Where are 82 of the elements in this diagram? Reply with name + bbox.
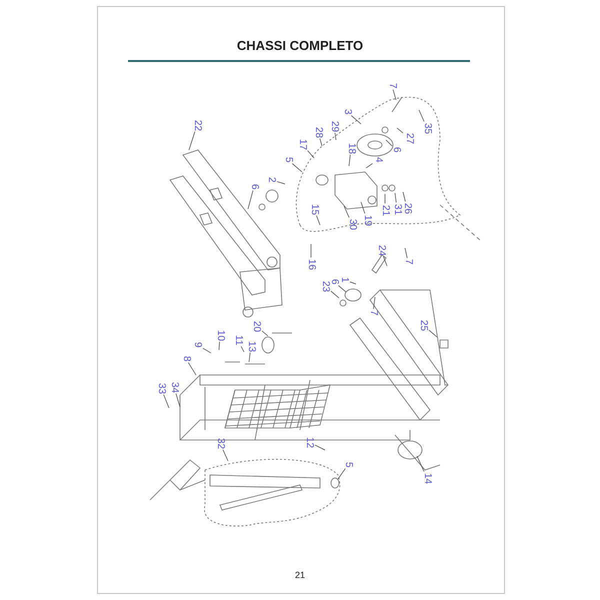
callout-number: 31: [392, 204, 402, 215]
callout-number: 32: [215, 438, 225, 449]
leader-line: [338, 468, 346, 480]
leader-line: [240, 346, 244, 352]
callout-number: 6: [391, 147, 401, 153]
leader-line: [404, 248, 408, 258]
leader-line: [338, 285, 346, 292]
callout-number: 19: [362, 214, 372, 226]
callout-number: 15: [309, 204, 319, 215]
leader-line: [418, 110, 424, 122]
leader-line: [262, 330, 268, 336]
leader-line: [350, 282, 356, 284]
callout-number: 7: [387, 83, 397, 89]
leader-line: [392, 89, 396, 100]
callout-number: 22: [192, 120, 202, 131]
leader-line: [383, 256, 388, 266]
leader-line: [384, 194, 386, 204]
callout-number: 20: [251, 320, 261, 332]
callout-number: 29: [329, 120, 339, 132]
callout-number: 9: [192, 342, 202, 348]
callout-number: 23: [320, 280, 330, 292]
leader-line: [360, 202, 366, 214]
callout-number: 5: [343, 462, 353, 468]
leader-line: [350, 115, 362, 124]
leader-line: [218, 341, 220, 350]
callout-number: 21: [380, 204, 390, 216]
callout-number: 27: [404, 132, 414, 144]
leader-line: [320, 138, 322, 146]
callout-number: 10: [215, 330, 225, 341]
callout-number: 35: [422, 122, 432, 134]
page-title: CHASSI COMPLETO: [236, 38, 364, 53]
callout-number: 11: [233, 335, 243, 346]
leader-line: [163, 394, 170, 408]
leader-line: [310, 244, 312, 258]
callout-number: 17: [297, 138, 307, 150]
leader-line: [366, 163, 373, 168]
callout-number: 7: [368, 310, 378, 316]
leader-line: [316, 215, 320, 226]
callout-number: 34: [169, 382, 179, 393]
leader-line: [394, 192, 397, 203]
page-number: 21: [294, 570, 305, 580]
leader-line: [330, 290, 340, 298]
callout-number: 16: [306, 258, 316, 270]
leader-line: [188, 131, 196, 150]
callout-number: 6: [329, 279, 339, 285]
callout-number: 2: [266, 177, 276, 183]
leader-line: [292, 163, 302, 172]
callout-number: 24: [376, 244, 386, 256]
leader-line: [307, 150, 314, 158]
callout-number: 13: [246, 340, 256, 352]
leader-line: [396, 128, 404, 134]
callout-number: 30: [347, 218, 357, 230]
callout-number: 33: [156, 382, 166, 394]
callout-number: 14: [422, 472, 432, 484]
callout-number: 5: [283, 157, 293, 163]
callout-number: 26: [402, 202, 412, 214]
leader-line: [416, 456, 424, 472]
leader-line: [248, 190, 254, 210]
callout-number: 4: [373, 157, 383, 163]
callout-number: 28: [313, 126, 323, 138]
leader-line: [188, 362, 196, 376]
callout-number: 6: [249, 184, 259, 190]
callout-number: 8: [181, 356, 191, 362]
leader-line: [314, 444, 326, 450]
callout-number: 3: [342, 109, 352, 115]
leader-line: [334, 132, 336, 140]
leader-line: [402, 192, 406, 202]
callout-number: 18: [346, 142, 356, 154]
leader-line: [348, 154, 351, 166]
leader-line: [373, 296, 376, 310]
callout-number: 1: [339, 277, 349, 283]
leader-line: [248, 352, 251, 362]
leader-line: [222, 449, 228, 462]
leader-line: [386, 140, 392, 146]
leader-line: [344, 206, 350, 218]
callout-number: 12: [304, 436, 314, 448]
leader-line: [428, 330, 438, 338]
callout-number: 7: [403, 259, 413, 265]
leader-line: [202, 348, 212, 354]
leader-line: [276, 181, 286, 184]
callout-number: 25: [418, 320, 428, 331]
leader-line: [176, 393, 180, 408]
